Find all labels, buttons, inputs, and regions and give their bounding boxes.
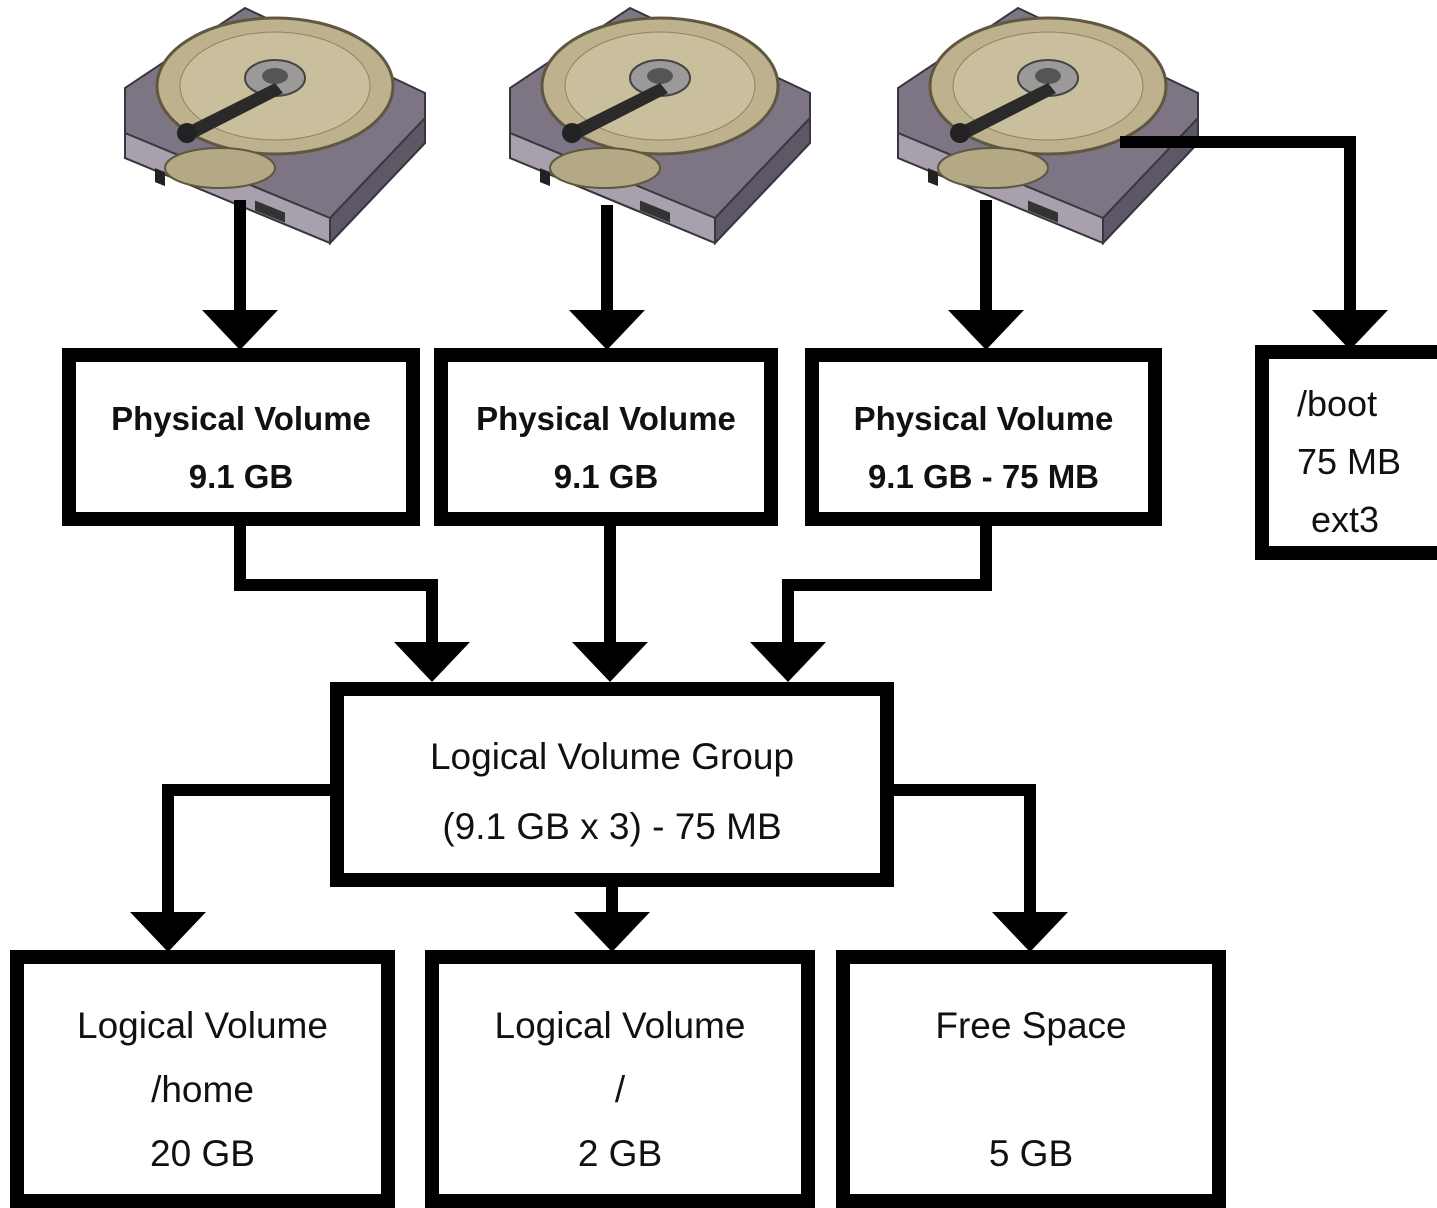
connector-disk2-pv2 <box>569 205 645 350</box>
lv-mount: /home <box>151 1069 254 1110</box>
free-mount <box>850 1058 1212 1122</box>
pv-title: Physical Volume <box>853 400 1114 437</box>
connector-disk1-pv1 <box>202 200 278 350</box>
logical-volume-home: Logical Volume /home 20 GB <box>10 950 395 1208</box>
lv-title: Logical Volume <box>494 1005 746 1046</box>
hard-disk-icon <box>896 6 1200 245</box>
pv-size: 9.1 GB - 75 MB <box>867 458 1100 495</box>
connector-pv2-vg <box>572 518 648 682</box>
physical-volume-1: Physical Volume 9.1 GB <box>62 348 420 526</box>
pv-title: Physical Volume <box>111 400 371 437</box>
connector-pv3-vg <box>750 518 992 682</box>
lv-size: 2 GB <box>577 1133 663 1174</box>
pv-size: 9.1 GB <box>188 458 294 495</box>
free-title: Free Space <box>935 1005 1127 1046</box>
connector-vg-lv1 <box>130 784 335 952</box>
hard-disk-icon <box>508 6 812 245</box>
vg-title: Logical Volume Group <box>429 736 795 777</box>
physical-volume-3: Physical Volume 9.1 GB - 75 MB <box>805 348 1162 526</box>
physical-volume-2: Physical Volume 9.1 GB <box>434 348 778 526</box>
boot-partition: /boot 75 MB ext3 <box>1255 345 1437 560</box>
boot-mount: /boot <box>1297 383 1378 424</box>
lv-mount: / <box>614 1069 626 1110</box>
connector-pv1-vg <box>234 518 470 682</box>
lv-size: 20 GB <box>150 1133 255 1174</box>
logical-volume-root: Logical Volume / 2 GB <box>425 950 815 1208</box>
connector-vg-lv2 <box>574 885 650 952</box>
lv-title: Logical Volume <box>77 1005 328 1046</box>
hard-disk-icon <box>123 6 427 245</box>
logical-volume-group: Logical Volume Group (9.1 GB x 3) - 75 M… <box>330 682 894 887</box>
free-space: Free Space 5 GB <box>836 950 1226 1208</box>
connector-vg-free <box>888 784 1068 952</box>
connector-disk3-boot <box>1120 136 1388 350</box>
pv-title: Physical Volume <box>476 400 736 437</box>
connector-disk3-pv3 <box>948 200 1024 350</box>
boot-fs: ext3 <box>1311 499 1380 540</box>
vg-size: (9.1 GB x 3) - 75 MB <box>442 806 782 847</box>
pv-size: 9.1 GB <box>553 458 659 495</box>
free-size: 5 GB <box>988 1133 1074 1174</box>
boot-size: 75 MB <box>1297 441 1402 482</box>
